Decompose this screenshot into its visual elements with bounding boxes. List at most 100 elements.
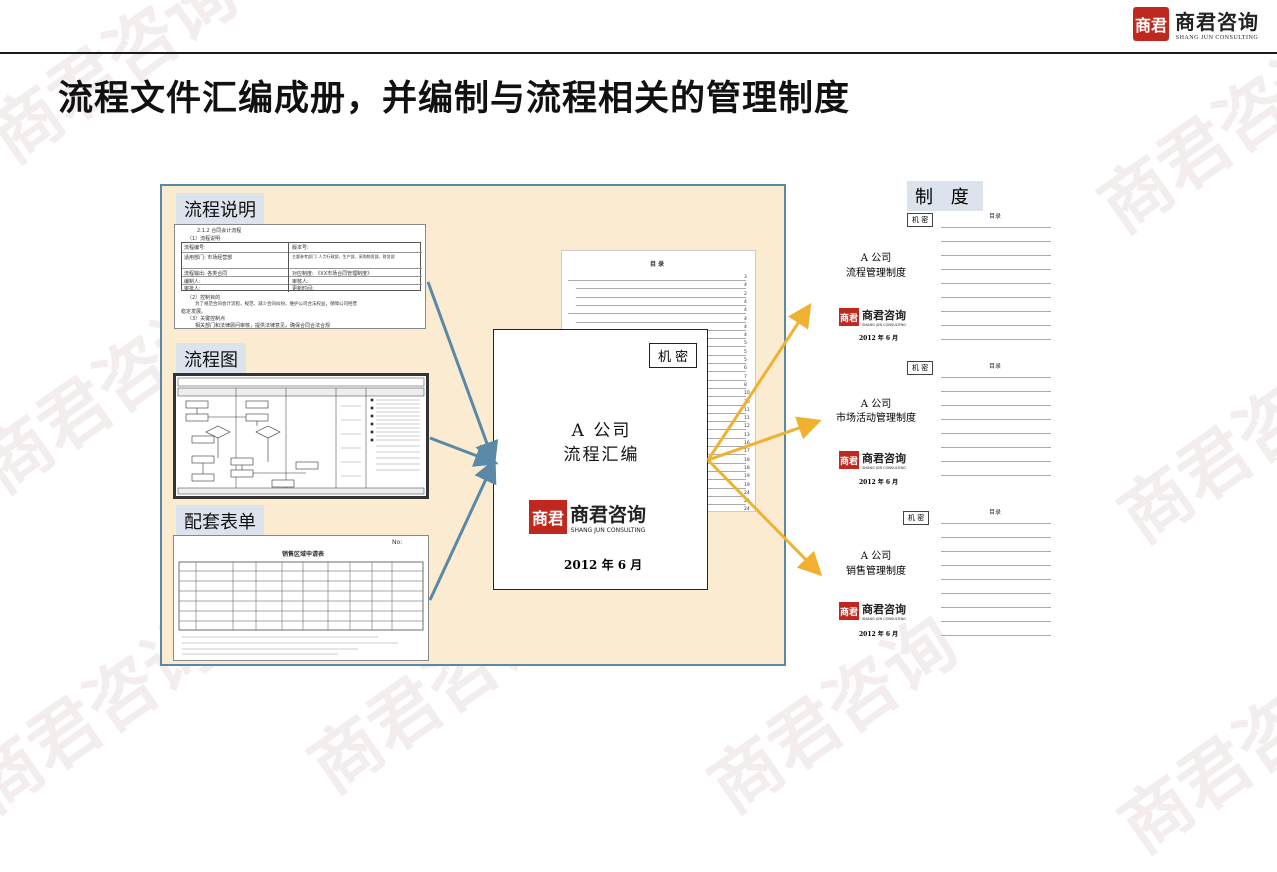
toc-page-number: 24 [744, 490, 750, 496]
header-divider [0, 52, 1277, 54]
logo-name: 商君咨询 [1175, 10, 1259, 34]
arrow-cover-to-system-3 [706, 458, 823, 577]
toc-page-number: 16 [744, 441, 750, 446]
doc-cell: 版本号: [292, 245, 309, 251]
main-cover-doc: 机 密 A 公司 流程汇编 商君 商君咨询 SHANG JUN CONSULTI… [493, 329, 708, 590]
flowchart-diagram [177, 377, 425, 495]
toc-entry-line [941, 635, 1051, 636]
toc-entry-line [941, 283, 1051, 284]
toc-title: 目 录 [650, 261, 665, 268]
toc-entry-line [941, 227, 1051, 228]
doc-cell: 对应制度: 《XX市场合同管理制度》 [292, 271, 373, 277]
toc-entry-line [576, 296, 746, 298]
toc-entry-line [941, 255, 1051, 256]
toc-page-number: 4 [744, 308, 747, 314]
toc-page-number: 5 [744, 341, 747, 347]
toc-entry-line [576, 304, 746, 306]
toc-page-number: 4 [744, 299, 747, 305]
toc-entry-line [941, 551, 1051, 552]
system-logo-name: 商君咨询 [862, 452, 906, 465]
toc-entry-line [941, 523, 1051, 524]
doc-text: 为了规范合同会计流程，规范、减少合同纠纷，维护公司合法权益，保障公司经营 [195, 302, 357, 307]
confidential-stamp: 机 密 [649, 343, 698, 368]
doc-cell: 更新时间: [292, 286, 314, 292]
system-logo-name: 商君咨询 [862, 603, 906, 616]
form-table [178, 561, 424, 655]
logo-english: SHANG JUN CONSULTING [1175, 35, 1259, 41]
toc-entry-line [941, 433, 1051, 434]
doc-cell: 审批人: [184, 286, 201, 292]
toc-page-number: 10 [744, 391, 750, 397]
system-logo-seal: 商君 [839, 308, 859, 326]
system-date: 2012 年 6 月 [859, 479, 899, 486]
toc-page-number: 4 [744, 283, 747, 289]
toc-entry-line [941, 241, 1051, 242]
page-title: 流程文件汇编成册，并编制与流程相关的管理制度 [58, 79, 851, 119]
toc-page-number: 24 [744, 507, 750, 512]
toc-title: 目录 [989, 213, 1002, 220]
system-logo-english: SHANG JUN CONSULTING [862, 617, 906, 621]
toc-entry-line [568, 280, 746, 281]
section-label-system: 制 度 [907, 181, 983, 211]
doc-cell: 适用部门: 市场经营部 [184, 255, 233, 261]
toc-entry-line [941, 377, 1051, 378]
system-title: 销售管理制度 [846, 566, 906, 577]
toc-page-number: 6 [744, 366, 747, 372]
cover-logo-english: SHANG JUN CONSULTING [570, 527, 646, 534]
toc-page-number: 12 [744, 424, 750, 430]
toc-entry-line [576, 321, 746, 323]
toc-page-number: 7 [744, 374, 747, 380]
toc-page-number: 5 [744, 358, 747, 363]
system-company: A 公司 [860, 253, 892, 264]
toc-entry-line [941, 461, 1051, 462]
toc-entry-line [941, 593, 1051, 594]
toc-entry-line [941, 325, 1051, 326]
cover-date: 2012 年 6 月 [564, 558, 643, 572]
cover-doc-title: 流程汇编 [563, 445, 640, 465]
toc-entry-line [941, 475, 1051, 476]
form-doc: No: 销售区域申请表 [173, 535, 429, 661]
toc-title: 目录 [989, 363, 1002, 370]
toc-title: 目录 [989, 509, 1002, 516]
toc-page-number: 19 [744, 474, 750, 480]
toc-entry-line [941, 621, 1051, 622]
toc-entry-line [568, 313, 746, 315]
system-logo-english: SHANG JUN CONSULTING [862, 323, 906, 327]
toc-page-number: 4 [744, 333, 747, 339]
form-number: No: [392, 539, 403, 546]
system-title: 流程管理制度 [846, 268, 906, 279]
section-label-flowchart: 流程图 [176, 343, 246, 375]
toc-entry-line [941, 391, 1051, 392]
cover-logo-name: 商君咨询 [570, 504, 647, 526]
cover-company: A 公司 [571, 421, 632, 441]
system-company: A 公司 [860, 551, 892, 562]
toc-entry-line [576, 288, 746, 290]
toc-page-number: 4 [744, 324, 747, 330]
toc-entry-line [941, 537, 1051, 538]
toc-page-number: 18 [744, 465, 750, 471]
system-logo-seal: 商君 [839, 451, 859, 469]
doc-cell: 编制人: [184, 279, 201, 285]
doc-cell: 流程编号: [184, 245, 206, 251]
toc-page-number: 11 [744, 416, 750, 422]
arrow-cover-to-system-2 [707, 416, 822, 462]
toc-entry-line [941, 607, 1051, 608]
arrow-desc-to-cover [426, 281, 499, 466]
arrow-flowchart-to-cover [429, 436, 499, 467]
toc-page-number: 2 [744, 291, 747, 297]
system-logo-name: 商君咨询 [862, 309, 906, 322]
section-label-forms: 配套表单 [176, 505, 264, 537]
toc-entry-line [941, 405, 1051, 406]
confidential-stamp: 机 密 [903, 511, 930, 525]
toc-page-number: 18 [744, 457, 750, 463]
toc-entry-line [941, 579, 1051, 580]
system-company: A 公司 [860, 399, 892, 410]
toc-page-number: 8 [744, 382, 747, 388]
flowchart-doc [173, 373, 429, 499]
toc-entry-line [941, 311, 1051, 312]
section-label-process-desc: 流程说明 [176, 193, 264, 225]
